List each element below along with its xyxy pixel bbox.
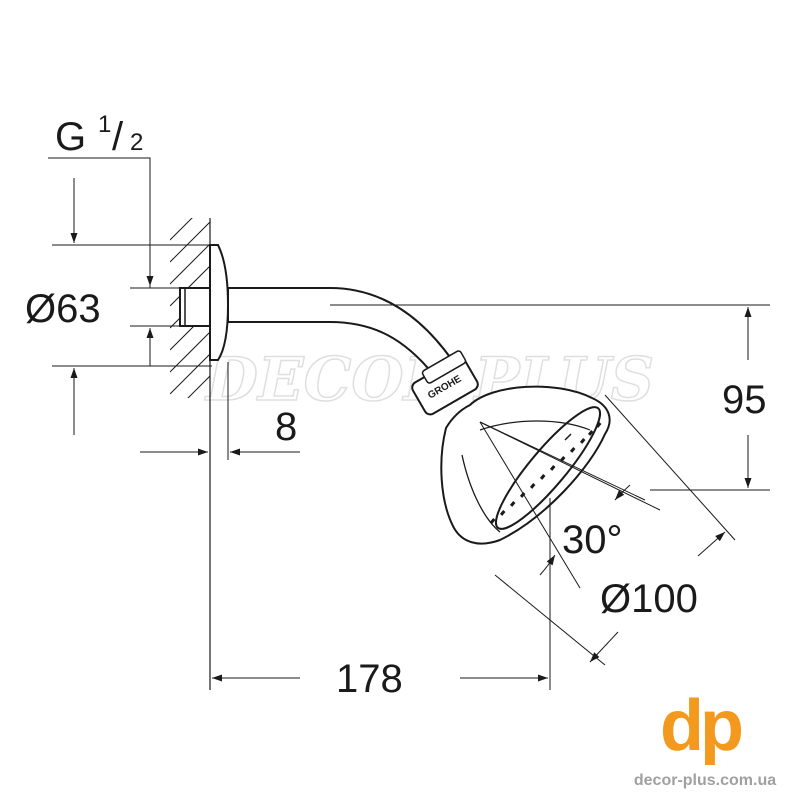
angle-label: 30° xyxy=(562,518,623,562)
thread-label-main: G xyxy=(55,115,86,159)
height-dimension xyxy=(330,304,770,491)
flange-thickness-dimension xyxy=(140,362,300,460)
head-diameter-label: Ø100 xyxy=(600,577,698,621)
thread-label-denominator: 2 xyxy=(130,129,143,156)
projection-dimension xyxy=(212,498,551,690)
thread-dimension xyxy=(48,157,154,366)
ball-joint: GROHE xyxy=(411,350,479,416)
thread-label-numerator: 1 xyxy=(98,111,111,138)
site-url: decor-plus.com.ua xyxy=(634,772,776,789)
flange xyxy=(209,244,230,361)
projection-label: 178 xyxy=(336,657,403,701)
thread-label-slash: / xyxy=(112,115,124,159)
flange-thickness-label: 8 xyxy=(275,405,297,449)
brand-logo: dp xyxy=(660,686,742,766)
shower-head xyxy=(440,385,611,545)
flange-diameter-dimension xyxy=(52,178,212,435)
flange-diameter-label: Ø63 xyxy=(25,287,101,331)
height-label: 95 xyxy=(722,378,767,422)
angle-dimension xyxy=(479,421,661,589)
